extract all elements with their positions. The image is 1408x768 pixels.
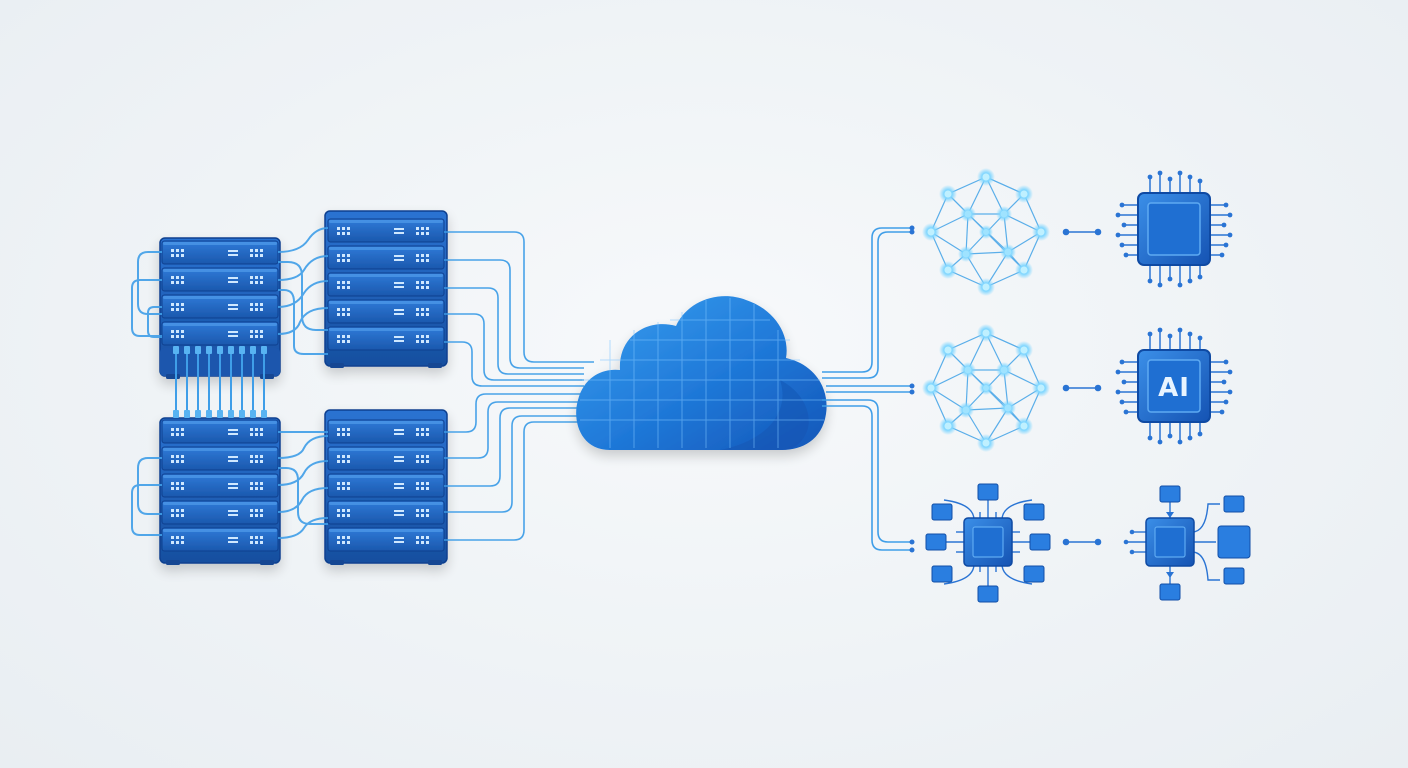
ai-chip-icon: AI <box>1114 326 1234 446</box>
link-connector-1 <box>1062 228 1102 236</box>
link-connector-2 <box>1062 384 1102 392</box>
processor-chip-icon <box>1114 169 1234 289</box>
ai-chip-label: AI <box>1158 373 1190 403</box>
distributed-compute-icon-2 <box>1123 485 1251 601</box>
server-rack-top-right <box>324 210 448 368</box>
cloud-to-ai-lines <box>822 227 912 551</box>
server-rack-bottom-right <box>324 409 448 565</box>
distributed-compute-icon-1 <box>925 483 1051 603</box>
cloud-icon <box>576 296 827 450</box>
neural-network-icon-2 <box>921 323 1051 453</box>
rack-to-cloud-lines <box>444 231 594 541</box>
vertical-cable-bundle <box>173 346 267 418</box>
rack-patch-cables <box>131 227 329 539</box>
server-rack-bottom-left <box>159 417 281 565</box>
neural-network-icon-1 <box>921 167 1051 297</box>
link-connector-3 <box>1062 538 1102 546</box>
server-racks <box>159 210 448 565</box>
connector-dots <box>909 225 915 553</box>
